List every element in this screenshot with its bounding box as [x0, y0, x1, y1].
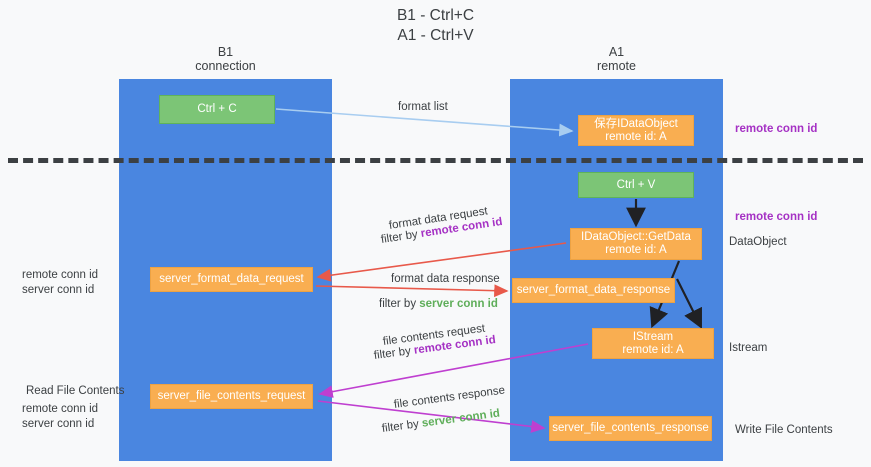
label-format-list: format list: [398, 101, 448, 113]
annotation-read-file-contents: Read File Contents: [26, 385, 125, 397]
node-server-file-contents-request[interactable]: server_file_contents_request: [150, 384, 313, 409]
filter-prefix: filter by: [373, 344, 415, 362]
filter-prefix: filter by: [381, 417, 423, 435]
filter-prefix: filter by: [380, 228, 422, 246]
annotation-write-file-contents: Write File Contents: [735, 424, 833, 436]
annotation-istream: Istream: [729, 342, 768, 354]
label-file-contents-response-filter: filter by server conn id: [381, 408, 500, 435]
node-server-format-data-request[interactable]: server_format_data_request: [150, 267, 313, 292]
phase-divider: [8, 158, 863, 163]
node-idataobject-getdata[interactable]: IDataObject::GetData remote id: A: [570, 228, 702, 260]
edge-format-data-response: [315, 284, 509, 298]
label-format-data-response: format data response: [391, 273, 500, 285]
node-ctrl-c[interactable]: Ctrl + C: [159, 95, 275, 124]
page-title: B1 - Ctrl+C A1 - Ctrl+V: [396, 7, 475, 44]
node-ctrl-v[interactable]: Ctrl + V: [578, 172, 694, 198]
label-format-data-response-filter: filter by server conn id: [379, 298, 498, 310]
node-istream[interactable]: IStream remote id: A: [592, 328, 714, 359]
annotation-remote-conn-id-mid: remote conn id: [735, 211, 818, 223]
node-server-format-data-response[interactable]: server_format_data_response: [512, 278, 675, 303]
node-server-file-contents-response[interactable]: server_file_contents_response: [549, 416, 712, 441]
annotation-left-remote-conn-id-2: remote conn id: [22, 403, 99, 415]
annotation-remote-conn-id-top: remote conn id: [735, 123, 818, 135]
annotation-left-remote-conn-id-1: remote conn id: [22, 269, 99, 281]
filter-key-server-conn-id: server conn id: [419, 298, 498, 310]
swimlane-a1-header: A1 remote: [597, 45, 636, 73]
annotation-left-server-conn-id-1: server conn id: [22, 284, 95, 296]
annotation-dataobject: DataObject: [729, 236, 787, 248]
annotation-left-server-conn-id-2: server conn id: [22, 418, 95, 430]
filter-prefix: filter by: [379, 298, 420, 310]
node-idataobject[interactable]: 保存IDataObject remote id: A: [578, 115, 694, 146]
annotation-left-conn-ids-1: remote conn id server conn id: [22, 268, 98, 298]
annotation-left-conn-ids-2: remote conn id server conn id: [22, 402, 98, 432]
swimlane-b1-header: B1 connection: [195, 45, 256, 73]
label-file-contents-response: file contents response: [393, 384, 506, 411]
filter-key-server-conn-id: server conn id: [421, 407, 501, 430]
